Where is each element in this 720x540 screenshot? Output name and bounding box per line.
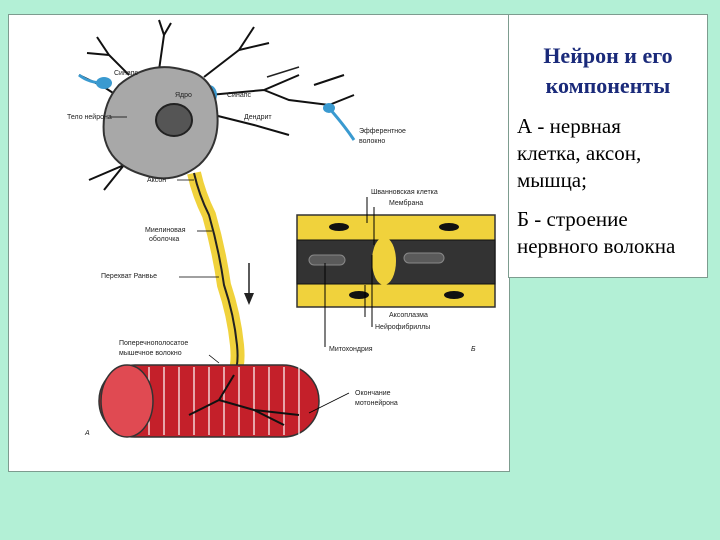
nerve-fiber-section — [296, 197, 496, 347]
label-neurofibrils: Нейрофибриллы — [375, 323, 430, 331]
label-cell-body: Тело нейрона — [67, 113, 112, 121]
label-myelin-2: оболочка — [149, 235, 179, 243]
title-line-1: Нейрон и его — [543, 43, 673, 68]
label-ending-1: Окончание — [355, 390, 391, 397]
para-a-line-1: А - нервная — [517, 114, 621, 138]
label-axoplasm: Аксоплазма — [389, 312, 428, 319]
para-b-line-2: нервного волокна — [517, 234, 676, 258]
label-dendrite: Дендрит — [244, 114, 272, 121]
panel-title: Нейрон и его компоненты — [509, 41, 707, 101]
para-a-line-3: мышца; — [517, 168, 587, 192]
nucleus — [155, 103, 193, 137]
label-membrane: Мембрана — [389, 199, 423, 207]
label-schwann: Шванновская клетка — [371, 189, 438, 196]
caption-panel: Нейрон и его компоненты А - нервная клет… — [508, 14, 708, 278]
myelin-sheath — [187, 171, 245, 379]
leader-lines — [109, 116, 350, 414]
label-mitochondria: Митохондрия — [329, 346, 373, 353]
label-axon: Аксон — [147, 177, 166, 184]
label-efferent-2: волокно — [359, 138, 385, 145]
label-efferent-1: Эфферентное — [359, 128, 406, 135]
title-line-2: компоненты — [545, 73, 671, 98]
label-muscle-2: мышечное волокно — [119, 350, 182, 357]
label-nucleus: Ядро — [175, 92, 192, 99]
label-ranvier: Перехват Ранвье — [101, 273, 157, 280]
label-myelin-1: Миелиновая — [145, 227, 186, 234]
muscle-fiber — [98, 364, 320, 438]
para-a-line-2: клетка, аксон, — [517, 141, 642, 165]
label-synapse-top: Синапс — [114, 70, 139, 77]
axon — [193, 172, 239, 376]
neuron-diagram: Синапс Ядро Синапс Тело нейрона Дендрит … — [8, 14, 510, 472]
paragraph-a: А - нервная клетка, аксон, мышца; — [509, 113, 707, 194]
label-synapse-right: Синапс — [227, 92, 252, 99]
label-letter-b: Б — [471, 346, 476, 353]
para-b-line-1: Б - строение — [517, 207, 628, 231]
paragraph-b: Б - строение нервного волокна — [509, 206, 707, 260]
label-muscle-1: Поперечнополосатое — [119, 340, 188, 347]
label-letter-a: А — [84, 430, 90, 437]
label-ending-2: мотонейрона — [355, 399, 398, 407]
neuron-illustration: Синапс Ядро Синапс Тело нейрона Дендрит … — [67, 19, 496, 438]
